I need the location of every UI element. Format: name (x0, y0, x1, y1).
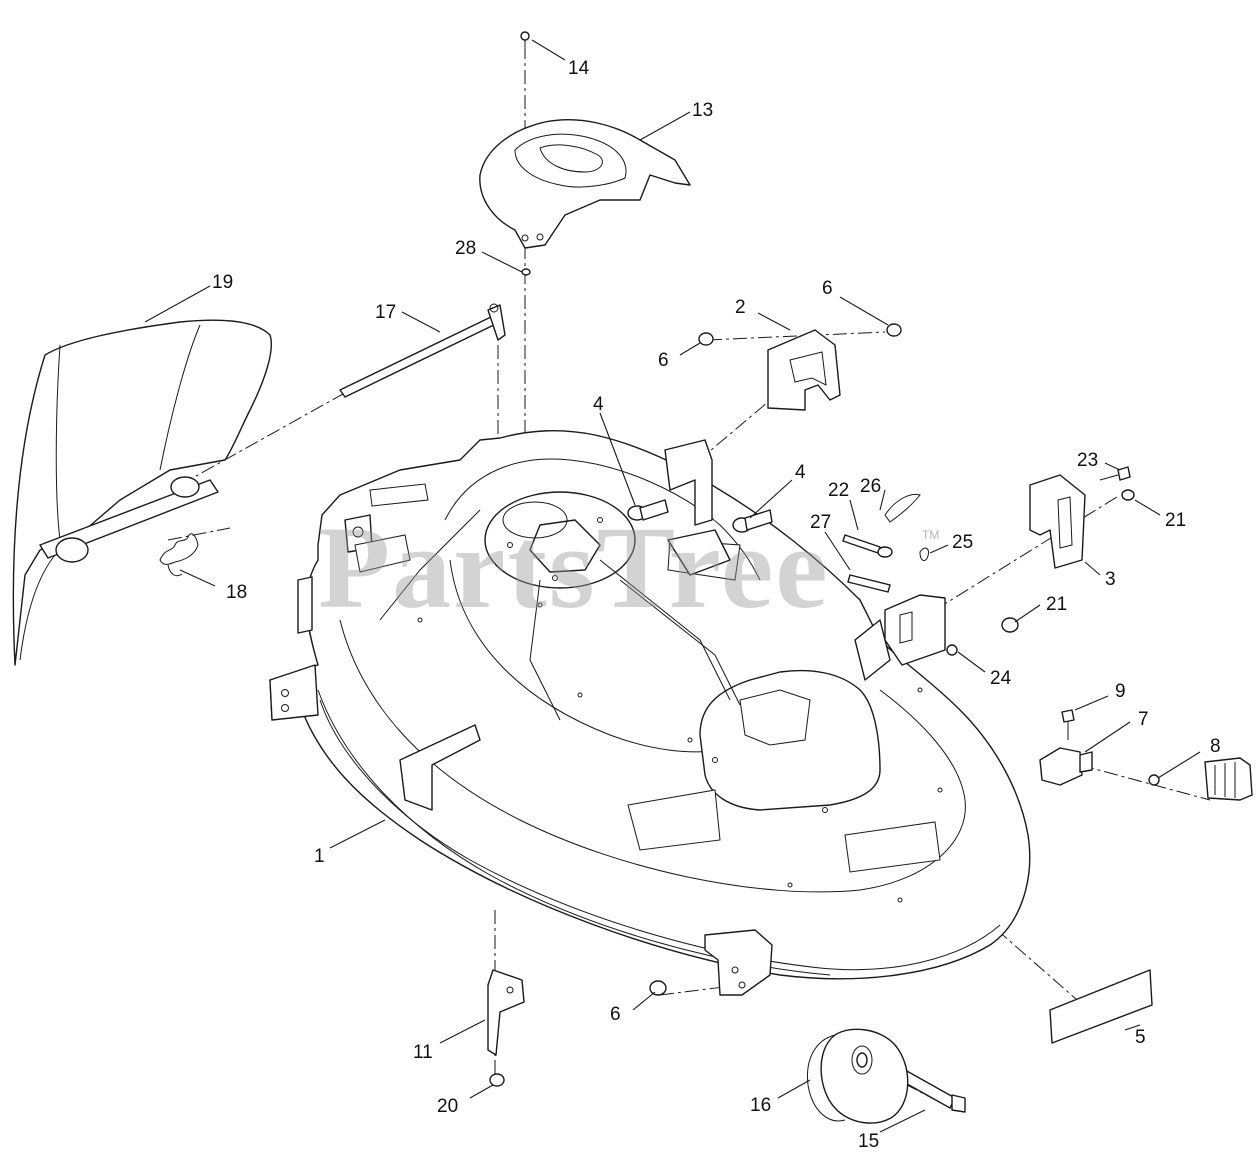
callout-16: 16 (750, 1095, 771, 1116)
callout-labels: 14 13 28 19 17 2 6 6 4 4 22 26 23 21 27 … (212, 58, 1221, 1152)
callout-9: 9 (1115, 681, 1126, 702)
callout-24: 24 (990, 668, 1012, 689)
callout-26: 26 (860, 476, 881, 497)
callout-15: 15 (858, 1131, 879, 1152)
callout-4-right: 4 (795, 462, 806, 483)
callout-1: 1 (314, 846, 325, 867)
callout-28: 28 (455, 238, 476, 259)
bracket-part-2 (767, 329, 841, 411)
callout-3: 3 (1105, 569, 1116, 590)
hardware (489, 31, 1253, 1113)
callout-14: 14 (568, 58, 590, 79)
callout-19: 19 (212, 272, 233, 293)
callout-8: 8 (1210, 736, 1221, 757)
callout-6-bottom: 6 (610, 1004, 621, 1025)
spindle-cover-part-13 (479, 119, 691, 249)
center-pivot-bracket (627, 439, 773, 576)
callout-23: 23 (1077, 450, 1098, 471)
callout-17: 17 (375, 302, 396, 323)
spring-part-18 (159, 533, 199, 577)
callout-5: 5 (1135, 1027, 1146, 1048)
callout-11: 11 (413, 1042, 433, 1063)
callout-21-bottom: 21 (1046, 594, 1067, 615)
pin-assembly (842, 493, 929, 593)
hinge-rod-part-17 (339, 303, 506, 398)
callout-2: 2 (735, 297, 746, 318)
bracket-part-3 (1029, 474, 1086, 569)
decal-part-5 (1049, 969, 1153, 1044)
deck-shell-part-1 (269, 430, 1031, 996)
callout-25: 25 (952, 532, 973, 553)
callout-4-left: 4 (593, 394, 604, 415)
callout-13: 13 (692, 100, 713, 121)
callout-6-left: 6 (658, 350, 669, 371)
leader-lines (144, 39, 1201, 1133)
callout-18: 18 (226, 582, 247, 603)
callout-6-right: 6 (822, 278, 833, 299)
callout-21-top: 21 (1165, 510, 1186, 531)
callout-7: 7 (1138, 709, 1149, 730)
bracket-part-11 (487, 969, 525, 1056)
wheel-part-16 (806, 1028, 909, 1124)
callout-20: 20 (437, 1096, 458, 1117)
callout-22: 22 (828, 480, 849, 501)
discharge-chute-part-19 (12, 319, 272, 666)
callout-27: 27 (810, 512, 831, 533)
trademark-mark: TM (922, 528, 940, 542)
